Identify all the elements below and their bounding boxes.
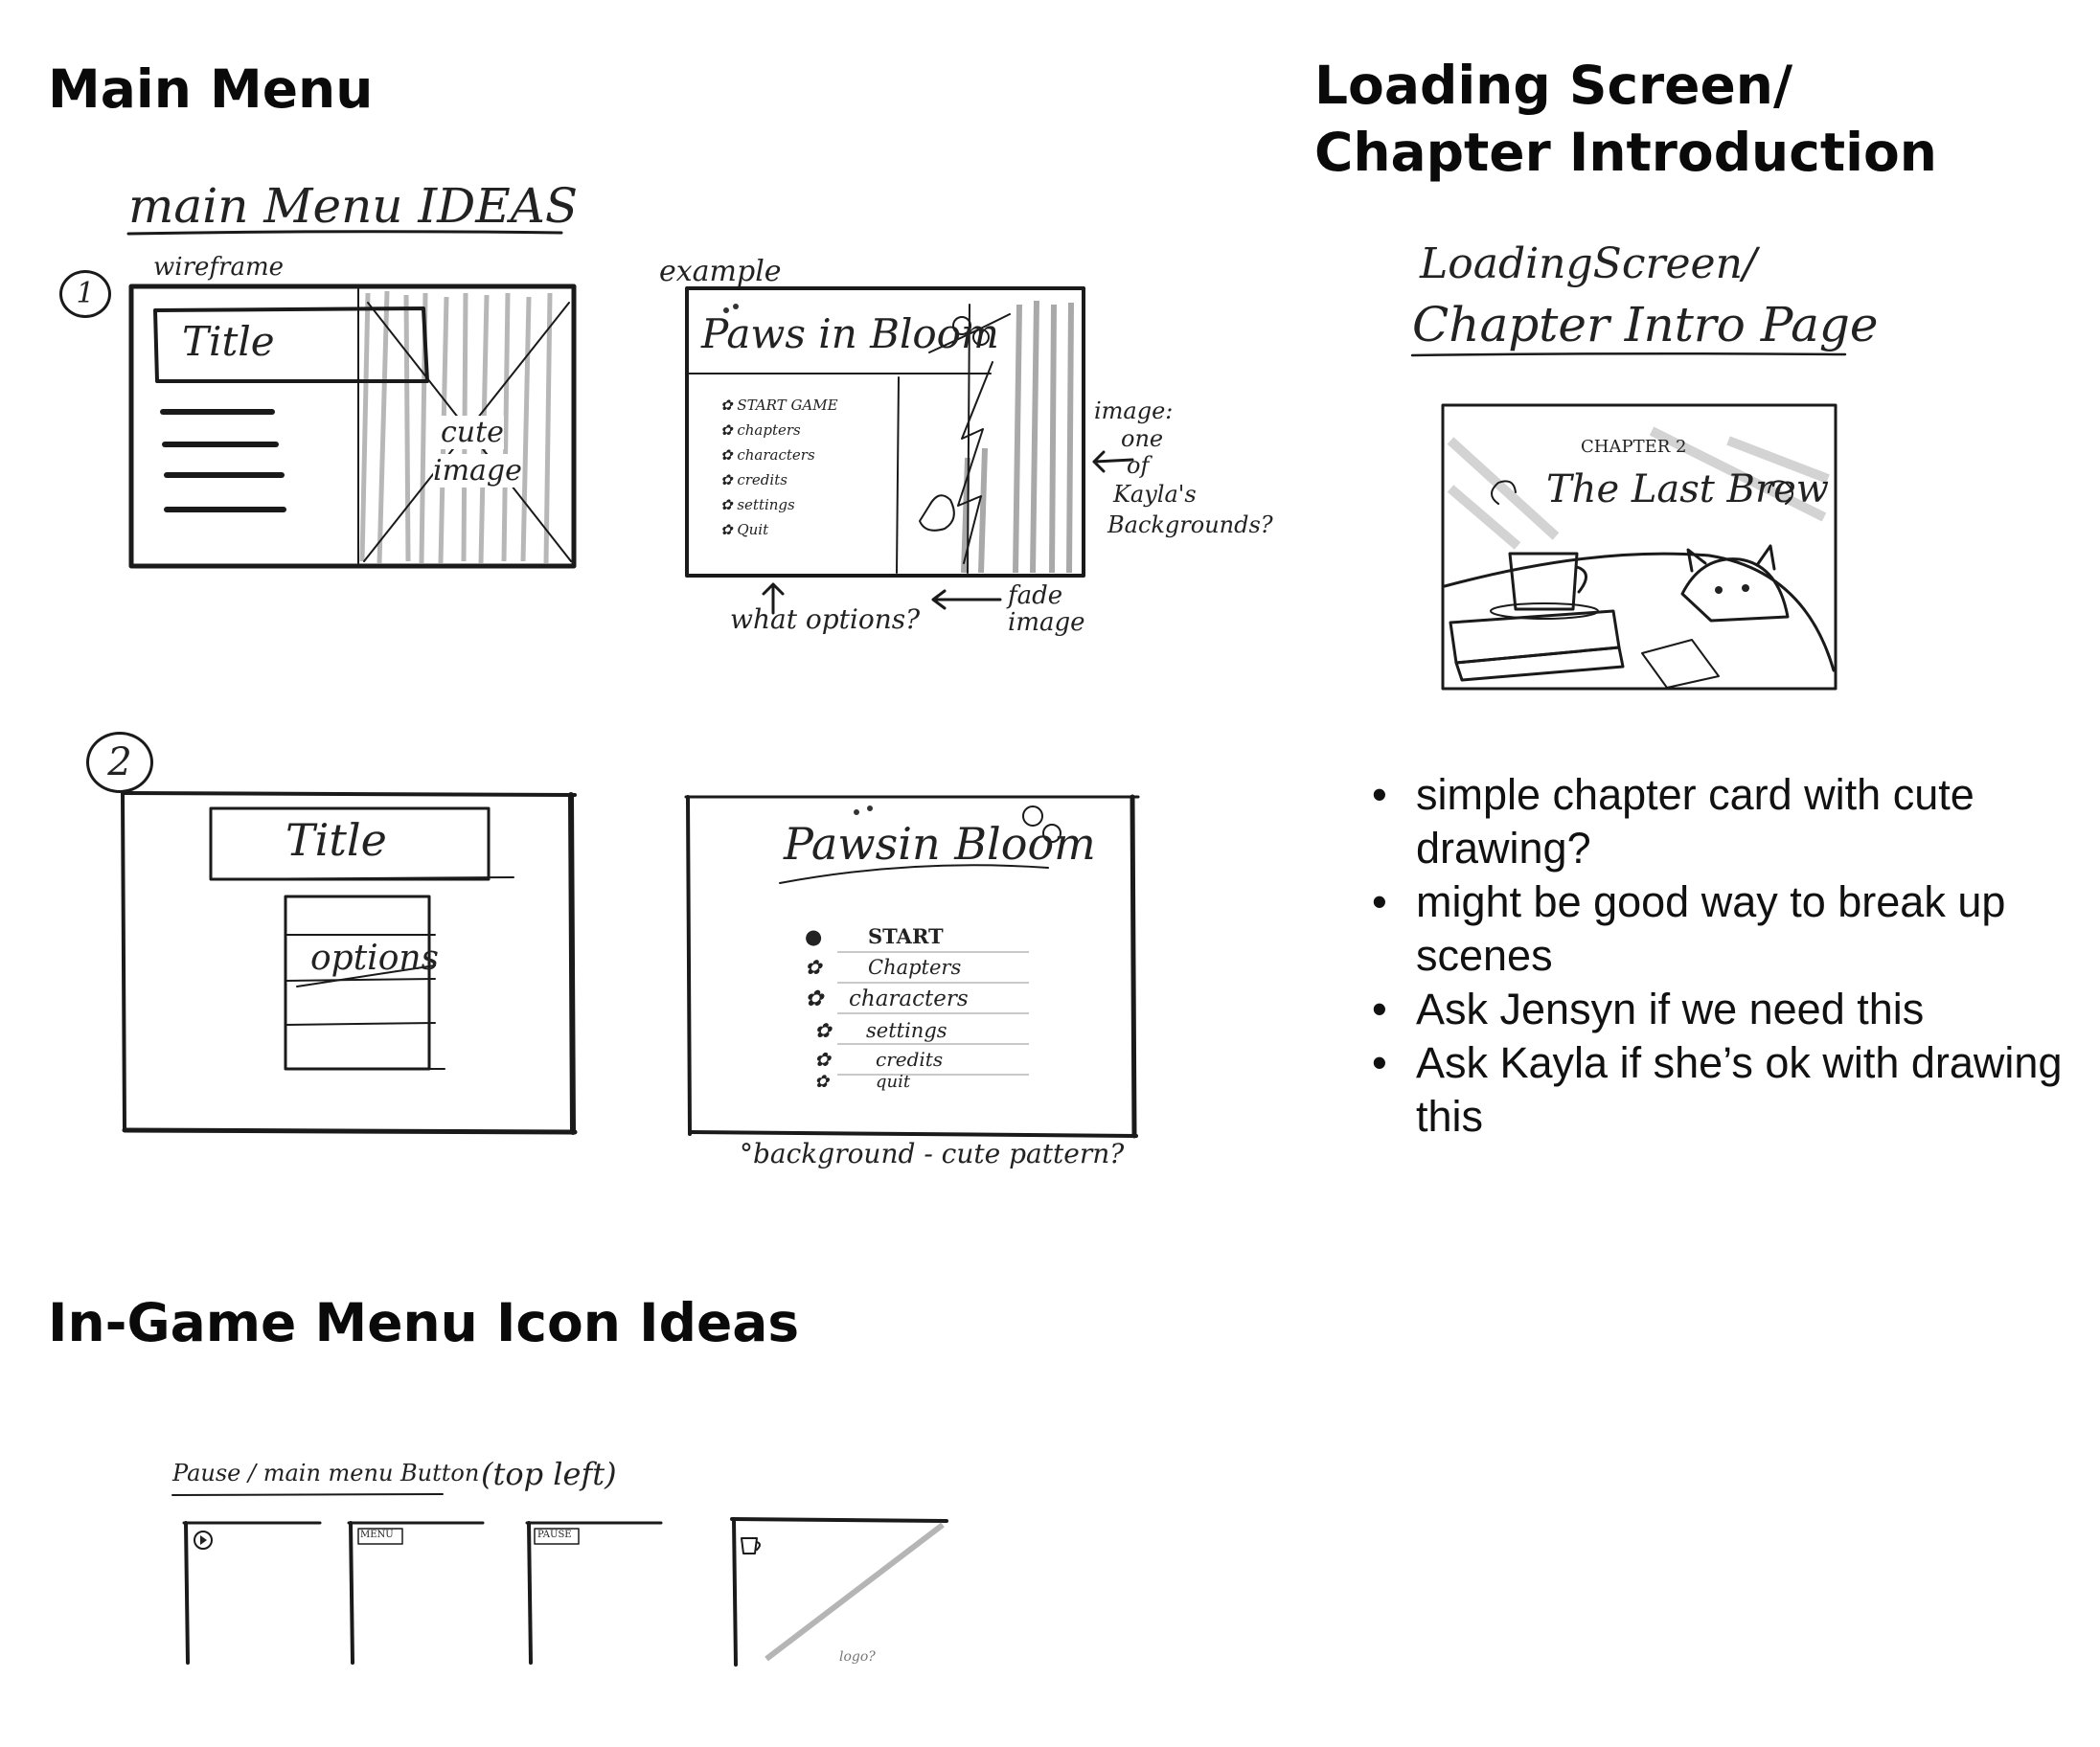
example-1-menu-item: ✿ Quit	[720, 521, 769, 538]
loading-note-item: simple chapter card with cute drawing?	[1366, 768, 2066, 875]
pause-button-label: Pause / main menu Button	[172, 1460, 480, 1486]
chapter-card-sketch: CHAPTER 2 The Last Brew	[1441, 402, 1838, 692]
pause-icon-sketch-1	[180, 1519, 322, 1665]
example-1-menu-item: ✿ credits	[720, 471, 788, 488]
wireframe-1-title: Title	[182, 318, 275, 365]
example-1-logo: Paws in Bloom	[701, 310, 999, 357]
wireframe-2-title: Title	[285, 814, 387, 866]
loading-screen-heading-line2: Chapter Introduction	[1314, 122, 1937, 183]
pause-button-sketch: PAUSE	[523, 1519, 663, 1665]
example-2-menu-item: ✿Chapters	[805, 956, 962, 979]
example-1-menu-item: ✿ settings	[720, 496, 795, 513]
main-menu-heading: Main Menu	[48, 58, 374, 120]
example-2: Pawsin Bloom ●START ✿Chapters ✿character…	[684, 791, 1140, 1142]
wireframe-1-image-text2: image	[433, 454, 522, 488]
loading-title-underline	[1410, 352, 1847, 357]
example-label: example	[659, 255, 782, 288]
pause-button-text: PAUSE	[537, 1530, 572, 1540]
example-1-menu-item: ✿ chapters	[720, 421, 801, 439]
example-2-menu-item: ✿characters	[805, 987, 969, 1011]
menu-button-sketch: MENU	[345, 1519, 485, 1665]
example-1: Paws in Bloom ✿ START GAME ✿ chapters ✿ …	[684, 285, 1086, 579]
main-menu-ideas-title: main Menu IDEAS	[128, 178, 579, 234]
title-underline	[126, 230, 563, 236]
example-2-logo: Pawsin Bloom	[784, 818, 1096, 870]
chapter-label: CHAPTER 2	[1581, 437, 1687, 457]
example-1-menu-list: ✿ START GAME ✿ chapters ✿ characters ✿ c…	[720, 393, 838, 542]
example-2-menu-item: ✿settings	[814, 1019, 947, 1042]
menu-button-text: MENU	[360, 1530, 394, 1540]
wireframe-2: Title options	[119, 789, 579, 1136]
note-fade-image: fade image	[1008, 581, 1085, 637]
example-2-menu-item: ●START	[805, 924, 944, 948]
in-game-menu-heading: In-Game Menu Icon Ideas	[48, 1292, 800, 1353]
wireframe-1-image-text1: cute	[441, 416, 504, 449]
wireframe-2-options: options	[310, 939, 440, 978]
top-left-label: (top left)	[481, 1456, 617, 1492]
arrow-left-icon	[1092, 450, 1134, 473]
arrow-up-icon	[762, 582, 785, 615]
example-2-menu-item: ✿quit	[814, 1072, 911, 1092]
chapter-name: The Last Brew	[1546, 467, 1829, 511]
wireframe-1: Title cute image	[128, 284, 577, 569]
cup-icon-sketch: logo?	[728, 1515, 948, 1668]
example-1-menu-item: ✿ START GAME	[720, 397, 838, 414]
arrow-left-fade-icon	[931, 589, 1002, 610]
loading-sketch-title-line1: LoadingScreen/	[1420, 239, 1757, 288]
example-1-menu-item: ✿ characters	[720, 446, 815, 464]
loading-note-item: might be good way to break up scenes	[1366, 875, 2066, 983]
loading-sketch-title-line2: Chapter Intro Page	[1412, 297, 1879, 352]
wireframe-label: wireframe	[153, 253, 284, 282]
example-2-menu-item: ✿credits	[814, 1048, 944, 1071]
note-what-options: what options?	[730, 603, 921, 635]
loading-notes-list: simple chapter card with cute drawing? m…	[1366, 768, 2066, 1144]
example-2-menu-list: ●START ✿Chapters ✿characters ✿settings ✿…	[805, 921, 969, 1092]
note-background-pattern: °background - cute pattern?	[740, 1138, 1125, 1169]
pause-label-underline	[171, 1493, 444, 1496]
option-number-1-badge: 1	[59, 270, 111, 318]
loading-note-item: Ask Kayla if she’s ok with drawing this	[1366, 1036, 2066, 1144]
cup-logo-note: logo?	[839, 1649, 876, 1665]
loading-note-item: Ask Jensyn if we need this	[1366, 983, 2066, 1036]
option-number-2-badge: 2	[86, 732, 153, 793]
loading-screen-heading-line1: Loading Screen/	[1314, 55, 1793, 116]
note-image-backgrounds: image: one of Kayla's Backgrounds?	[1094, 397, 1273, 538]
